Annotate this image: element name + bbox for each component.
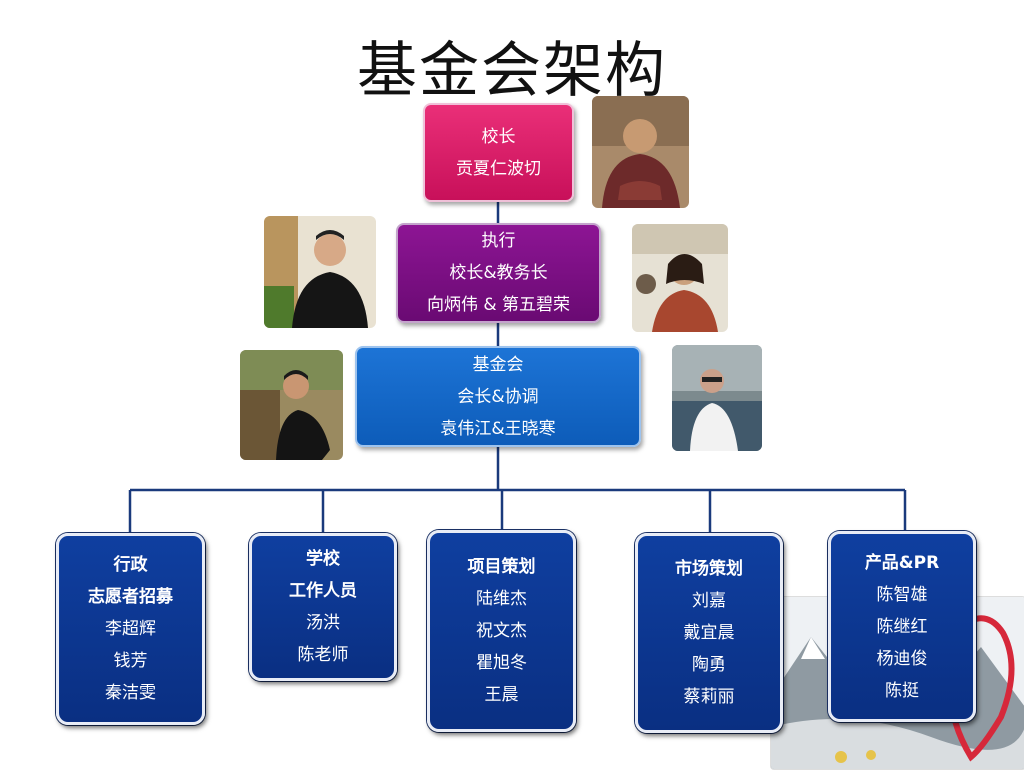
department-project-title: 项目策划 [467, 557, 536, 577]
department-product-pr-member: 陈智雄 [876, 584, 928, 605]
department-marketing-box: 市场策划 刘嘉 戴宜晨 陶勇 蔡莉丽 [635, 533, 783, 733]
executive-subrole: 校长&教务长 [449, 263, 548, 283]
executive-role: 执行 [481, 231, 516, 251]
department-project-member: 瞿旭冬 [476, 653, 527, 673]
foundation-title: 基金会 [472, 354, 524, 375]
department-admin-title: 行政 [113, 555, 148, 575]
department-marketing-member: 戴宜晨 [683, 623, 735, 643]
department-admin-member: 李超辉 [105, 619, 156, 639]
department-project-member: 王晨 [484, 685, 519, 705]
department-marketing-title: 市场策划 [675, 559, 743, 579]
department-marketing-member: 蔡莉丽 [683, 687, 735, 707]
executive-names: 向炳伟 & 第五碧荣 [426, 295, 571, 315]
department-marketing-member: 陶勇 [692, 655, 726, 675]
department-project-member: 祝文杰 [476, 621, 527, 641]
page-title: 基金会架构 [357, 36, 667, 106]
department-product-pr-member: 陈继红 [876, 616, 928, 637]
department-project-member: 陆维杰 [476, 589, 527, 609]
department-project-box: 项目策划 陆维杰 祝文杰 瞿旭冬 王晨 [427, 530, 576, 732]
department-admin-member: 秦洁雯 [105, 683, 156, 703]
foundation-names: 袁伟江&王晓寒 [440, 418, 556, 439]
foundation-right-photo [672, 345, 762, 451]
executive-right-photo [632, 224, 728, 332]
department-admin-member: 钱芳 [113, 651, 148, 671]
department-product-pr-box: 产品&PR 陈智雄 陈继红 杨迪俊 陈挺 [828, 531, 976, 722]
principal-role: 校长 [481, 126, 516, 147]
department-product-pr-member: 陈挺 [885, 680, 919, 701]
department-school-title: 学校 [306, 549, 340, 569]
department-admin-box: 行政 志愿者招募 李超辉 钱芳 秦洁雯 [56, 533, 205, 725]
executive-box: 执行 校长&教务长 向炳伟 & 第五碧荣 [396, 223, 601, 323]
department-admin-subtitle: 志愿者招募 [88, 587, 173, 607]
principal-photo [592, 96, 689, 208]
department-school-member: 汤洪 [306, 613, 340, 633]
foundation-left-photo [240, 350, 343, 460]
department-school-member: 陈老师 [297, 645, 349, 665]
foundation-box: 基金会 会长&协调 袁伟江&王晓寒 [355, 346, 641, 447]
principal-name: 贡夏仁波切 [456, 158, 541, 179]
department-product-pr-title: 产品&PR [864, 552, 940, 573]
principal-box: 校长 贡夏仁波切 [423, 103, 574, 202]
executive-left-photo [264, 216, 376, 328]
department-product-pr-member: 杨迪俊 [876, 648, 928, 669]
department-school-box: 学校 工作人员 汤洪 陈老师 [249, 533, 397, 681]
department-marketing-member: 刘嘉 [692, 591, 726, 611]
foundation-role: 会长&协调 [457, 386, 539, 407]
department-school-subtitle: 工作人员 [289, 581, 357, 601]
